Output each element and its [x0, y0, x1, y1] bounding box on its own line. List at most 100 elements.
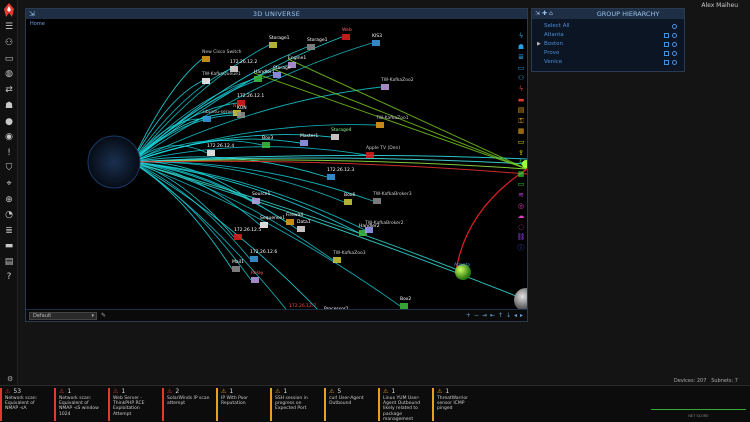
tool-monitor-icon[interactable]: ▭	[517, 63, 525, 72]
document-icon[interactable]: ▤	[4, 257, 14, 267]
tool-hierarchy-icon[interactable]: ⚇	[517, 74, 525, 83]
device-box[interactable]	[342, 34, 350, 40]
device-box[interactable]	[260, 222, 268, 228]
group-radio[interactable]	[672, 33, 677, 38]
device-box[interactable]	[381, 84, 389, 90]
device-node[interactable]: 172.26.12.3	[327, 167, 354, 180]
device-node[interactable]: 172.26.12.1	[237, 93, 264, 106]
device-node[interactable]: Storage4	[331, 127, 352, 140]
device-node[interactable]: Sequence1	[260, 215, 285, 228]
tool-stack-icon[interactable]: ▤	[517, 106, 525, 115]
collapse-icon[interactable]: ⇲	[29, 10, 35, 18]
device-node[interactable]: Engine1	[288, 55, 306, 68]
group-row-atlanta[interactable]: Atlanta	[532, 32, 684, 39]
tool-info-icon[interactable]: ⓘ	[517, 243, 525, 252]
alert-icon[interactable]: !	[7, 148, 11, 158]
tool-map-icon[interactable]: ▦	[517, 127, 525, 136]
group-checkbox[interactable]	[664, 51, 669, 56]
chat-icon[interactable]: ●	[5, 117, 13, 127]
device-box[interactable]	[262, 142, 270, 148]
chat-bubbles-icon[interactable]: ◉	[5, 132, 13, 142]
device-box[interactable]	[237, 100, 245, 106]
group-checkbox[interactable]	[664, 33, 669, 38]
group-row-venice[interactable]: Venice	[532, 59, 684, 66]
device-box[interactable]	[250, 256, 258, 262]
device-box[interactable]	[207, 150, 215, 156]
device-box[interactable]	[269, 42, 277, 48]
tool-lightning-icon[interactable]: ϟ	[518, 32, 524, 40]
device-node[interactable]: Storage1	[269, 35, 290, 48]
device-node[interactable]: Web	[342, 27, 352, 40]
device-box[interactable]	[297, 226, 305, 232]
zoom-in-button[interactable]: +	[465, 312, 471, 319]
group-row-boston[interactable]: ▶ Boston	[532, 41, 684, 48]
tool-upload-icon[interactable]: ⇪	[518, 148, 524, 157]
tool-bolt-icon[interactable]: ϟ	[518, 159, 524, 168]
device-node[interactable]: ubuntu-server	[203, 109, 235, 122]
tool-cloud-icon[interactable]: ☁	[517, 212, 525, 221]
device-box[interactable]	[251, 277, 259, 283]
tool-screen-icon[interactable]: ▭	[517, 180, 525, 189]
tool-display-icon[interactable]: ▭	[517, 137, 525, 146]
device-box[interactable]	[203, 116, 211, 122]
select-all-row[interactable]: Select All	[532, 23, 684, 30]
group-checkbox[interactable]	[664, 42, 669, 47]
device-box[interactable]	[300, 140, 308, 146]
device-node[interactable]: New Cisco Switch	[202, 49, 242, 62]
tool-ring-icon[interactable]: ◌	[517, 222, 525, 231]
list-icon[interactable]: ≣	[5, 226, 13, 236]
device-node[interactable]: Box6	[344, 192, 355, 205]
users-icon[interactable]: ☗	[4, 101, 14, 111]
device-box[interactable]	[331, 134, 339, 140]
subnet-node-green[interactable]	[455, 264, 471, 280]
device-box[interactable]	[273, 72, 281, 78]
device-node[interactable]: Master1	[300, 133, 318, 146]
tool-grid-icon[interactable]: ▦	[517, 169, 525, 178]
device-box[interactable]	[359, 230, 367, 236]
group-radio[interactable]	[672, 51, 677, 56]
device-box[interactable]	[365, 227, 373, 233]
tool-list-icon[interactable]: ≣	[518, 53, 524, 62]
group-radio[interactable]	[672, 42, 677, 47]
universe-canvas[interactable]: Home	[26, 19, 527, 311]
group-row-provo[interactable]: Provo	[532, 50, 684, 57]
device-node[interactable]: Apple TV (Den)	[366, 145, 400, 158]
device-node[interactable]: Mail1	[232, 259, 244, 272]
pan-down-button[interactable]: ↓	[505, 312, 511, 319]
device-node[interactable]: Relay	[251, 270, 264, 283]
select-all-radio[interactable]	[672, 24, 677, 29]
globe-node[interactable]	[87, 135, 141, 189]
device-node[interactable]: Data1	[297, 219, 311, 232]
device-node[interactable]: Source1	[252, 191, 270, 204]
device-box[interactable]	[286, 219, 294, 225]
threatwarrior-logo-icon[interactable]	[3, 3, 15, 17]
group-radio[interactable]	[672, 60, 677, 65]
device-node[interactable]: TW-KafkaZoo1	[375, 115, 409, 128]
rotate-right-button[interactable]: ▸	[519, 312, 523, 319]
settings-gear-icon[interactable]: ⚙	[7, 375, 14, 383]
device-node[interactable]: Box3	[262, 135, 273, 148]
device-node[interactable]: TW-KafkaBroker2	[364, 220, 404, 233]
world-icon[interactable]: ⊕	[5, 195, 13, 205]
hierarchy-icon[interactable]: ⚇	[4, 38, 14, 48]
edit-pencil-icon[interactable]: ✎	[101, 312, 107, 319]
device-box[interactable]	[202, 78, 210, 84]
device-node[interactable]: KIS3	[372, 33, 382, 46]
device-node[interactable]: Firewall	[286, 212, 303, 225]
dashboard-icon[interactable]: ◔	[5, 210, 13, 220]
menu-icon[interactable]: ☰	[4, 22, 14, 32]
tool-target-icon[interactable]: ◎	[517, 201, 525, 210]
device-box[interactable]	[307, 44, 315, 50]
device-box[interactable]	[237, 112, 245, 118]
device-box[interactable]	[373, 198, 381, 204]
device-node[interactable]: 172.26.12.5	[234, 227, 261, 240]
